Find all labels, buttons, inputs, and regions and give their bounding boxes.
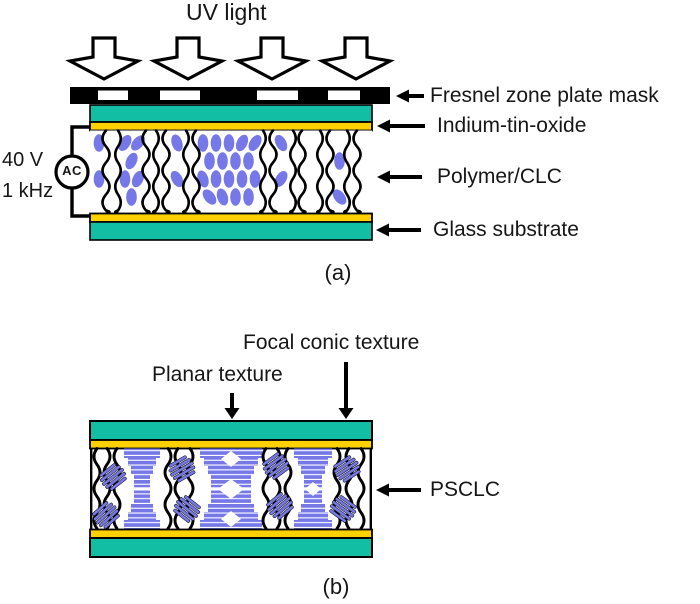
focal-conic-label: Focal conic texture <box>243 331 420 354</box>
polymer-network-a <box>101 129 362 215</box>
planar-texture-label: Planar texture <box>152 363 283 386</box>
layer-pointer-arrows <box>376 89 425 237</box>
caption-a: (a) <box>324 260 352 285</box>
uv-light-arrows <box>65 36 395 81</box>
caption-b: (b) <box>322 574 350 599</box>
bottom-glass-ito-layers <box>89 212 373 241</box>
glass-layer-label: Glass substrate <box>433 218 579 241</box>
ac-source-label: AC <box>62 163 82 178</box>
frequency-label: 1 kHz <box>2 180 54 202</box>
focal-conic-domains <box>92 452 361 529</box>
top-glass-ito-layers <box>89 104 373 132</box>
mask-layer-label: Fresnel zone plate mask <box>430 84 659 107</box>
psclc-pointer-arrow <box>376 483 421 497</box>
psclc-label: PSCLC <box>430 478 501 501</box>
psclc-cell <box>89 420 373 558</box>
ac-source-icon <box>54 154 90 190</box>
voltage-label: 40 V <box>2 149 44 171</box>
texture-pointer-arrows <box>224 362 354 419</box>
ac-circuit <box>54 125 90 218</box>
planar-texture-domains <box>124 448 332 530</box>
fresnel-zone-plate-mask <box>70 87 390 104</box>
lc-layer-label: Polymer/CLC <box>437 165 562 188</box>
uv-light-label: UV light <box>186 0 267 25</box>
polymer-clc-layer <box>90 129 372 215</box>
ito-layer-label: Indium-tin-oxide <box>437 114 587 137</box>
